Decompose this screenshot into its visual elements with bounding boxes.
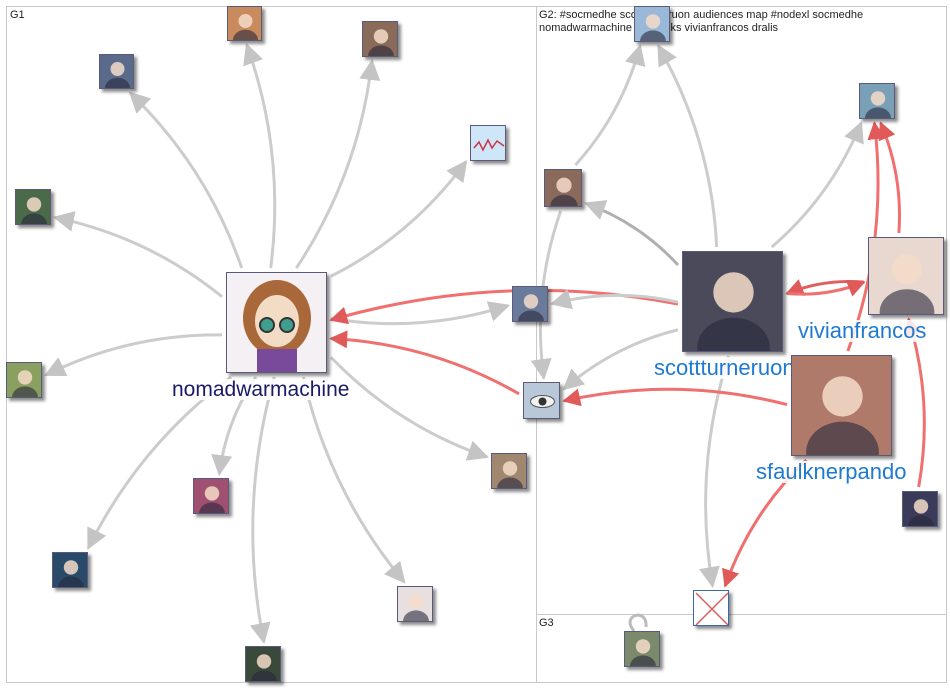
edge-g2-small-to-vivianfrancos [904,317,926,488]
node-g2-lake[interactable] [859,83,895,119]
chart-thumbnail-icon [473,138,505,152]
profile-photo-icon [251,654,277,681]
group-panel-g3 [536,614,947,683]
node-vivianfrancos[interactable] [868,237,944,315]
profile-photo-icon [104,62,131,88]
node-g1-mid-low[interactable] [193,478,229,514]
edge-g2-woman-to-g2-top [574,43,646,167]
edge-scottturneruon-to-g2-lake [770,121,864,249]
edge-nomadwarmachine-to-g1-topleft [128,91,244,269]
edge-nomadwarmachine-to-g1-bottom [249,376,276,645]
node-g1-center-right[interactable] [512,286,548,322]
group-label-g3: G3 [539,617,554,629]
edge-scottturneruon-to-g2-top [657,44,719,248]
node-g1-topleft[interactable] [99,54,134,89]
node-g1-top1[interactable] [227,6,262,41]
profile-photo-icon [58,560,84,587]
edge-g2-eye-to-nomadwarmachine [329,330,520,396]
node-g1-right-low[interactable] [491,453,527,489]
edge-g3-node-to-g3-node [628,613,648,632]
profile-photo-icon [865,91,891,118]
edge-nomadwarmachine-to-g1-left2 [44,333,223,377]
profile-photo-icon [697,272,770,351]
node-label-nomadwarmachine: nomadwarmachine [170,378,352,401]
eye-thumbnail-icon [530,395,555,408]
edge-scottturneruon-to-g2-broken [699,355,731,589]
node-g2-top[interactable] [634,6,670,42]
node-g2-eye[interactable] [523,382,560,419]
edge-nomadwarmachine-to-g1-top2 [295,58,381,269]
profile-photo-icon [550,177,578,206]
edge-vivianfrancos-to-g2-lake [878,121,901,234]
avatar-icon [243,280,311,372]
edge-scottturneruon-to-g1-center-right [549,288,679,310]
edge-scottturneruon-to-g2-eye [562,328,679,391]
edge-nomadwarmachine-to-g1-center-right [330,301,511,326]
group-label-g1: G1 [10,9,25,21]
broken-image-icon [695,592,728,625]
edge-nomadwarmachine-to-g1-chart [330,159,468,278]
profile-photo-icon [497,461,523,488]
node-g1-bottom-left[interactable] [52,552,88,588]
profile-photo-icon [21,197,47,224]
node-g2-small[interactable] [902,491,938,527]
node-g1-bottom-mid[interactable] [397,586,433,622]
node-scottturneruon[interactable] [682,251,783,352]
profile-photo-icon [232,14,259,40]
node-sfaulknerpando[interactable] [791,355,892,456]
node-g1-bottom[interactable] [245,646,281,682]
edge-nomadwarmachine-to-g1-bottom-mid [301,376,406,584]
profile-photo-icon [879,254,935,314]
node-g1-left2[interactable] [6,362,42,398]
profile-photo-icon [806,376,879,455]
edge-scottturneruon-to-vivianfrancos [786,279,866,297]
edge-nomadwarmachine-to-g1-right-low [329,356,489,461]
node-label-scottturneruon: scottturneruon [652,355,797,380]
edge-scottturneruon-to-g2-woman [584,200,680,267]
profile-photo-icon [403,594,429,621]
edge-nomadwarmachine-to-g1-bottom-left [87,375,232,550]
node-g1-top2[interactable] [362,21,398,57]
node-g2-woman[interactable] [544,169,582,207]
profile-photo-icon [630,639,656,666]
node-g2-broken[interactable] [693,590,729,626]
node-g3-node[interactable] [624,631,660,667]
node-g1-left1[interactable] [15,189,51,225]
profile-photo-icon [199,486,225,513]
node-g1-chart[interactable] [470,125,506,161]
edge-nomadwarmachine-to-g1-top1 [243,43,277,269]
node-nomadwarmachine[interactable] [226,272,327,373]
node-label-sfaulknerpando: sfaulknerpando [754,459,909,484]
profile-photo-icon [640,14,666,41]
node-label-vivianfrancos: vivianfrancos [796,318,929,343]
profile-photo-icon [12,370,38,397]
edge-sfaulknerpando-to-g2-eye [562,387,788,407]
edge-nomadwarmachine-to-g1-left1 [52,211,223,298]
profile-photo-icon [908,499,934,526]
profile-photo-icon [368,29,394,56]
profile-photo-icon [518,294,544,321]
